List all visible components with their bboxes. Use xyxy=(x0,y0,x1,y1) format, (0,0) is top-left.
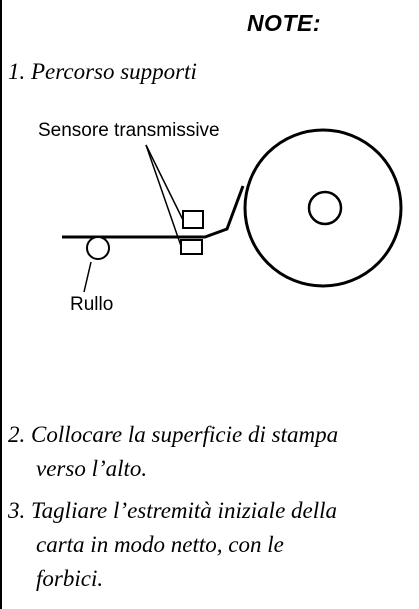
step-3-line-2: carta in modo netto, con le xyxy=(36,532,284,557)
upper-sensor xyxy=(182,210,204,229)
step-3-line-3: forbici. xyxy=(36,566,104,591)
left-margin-rule xyxy=(0,0,2,609)
roller xyxy=(86,236,110,260)
sensor-label: Sensore transmissive xyxy=(38,120,220,141)
media-roll xyxy=(243,128,403,288)
step-3-line-1: 3. Tagliare l’estremità iniziale della xyxy=(8,498,338,523)
media-path xyxy=(62,185,245,239)
roller-leader-line xyxy=(83,261,92,293)
step-2-line-1: 2. Collocare la superficie di stampa xyxy=(8,422,339,447)
step-1: 1. Percorso supporti xyxy=(8,55,197,89)
sensor-leader-line-1 xyxy=(145,144,184,221)
step-3: 3. Tagliare l’estremità iniziale della c… xyxy=(8,494,337,596)
step-2-line-2: verso l’alto. xyxy=(36,456,148,481)
step-2: 2. Collocare la superficie di stampa ver… xyxy=(8,418,338,486)
roll-core xyxy=(307,190,343,226)
lower-sensor xyxy=(180,239,203,255)
note-heading: NOTE: xyxy=(246,10,321,36)
sensor-leader-line-2 xyxy=(145,144,182,247)
roller-label: Rullo xyxy=(70,294,114,315)
step-1-line-1: 1. Percorso supporti xyxy=(8,59,197,84)
